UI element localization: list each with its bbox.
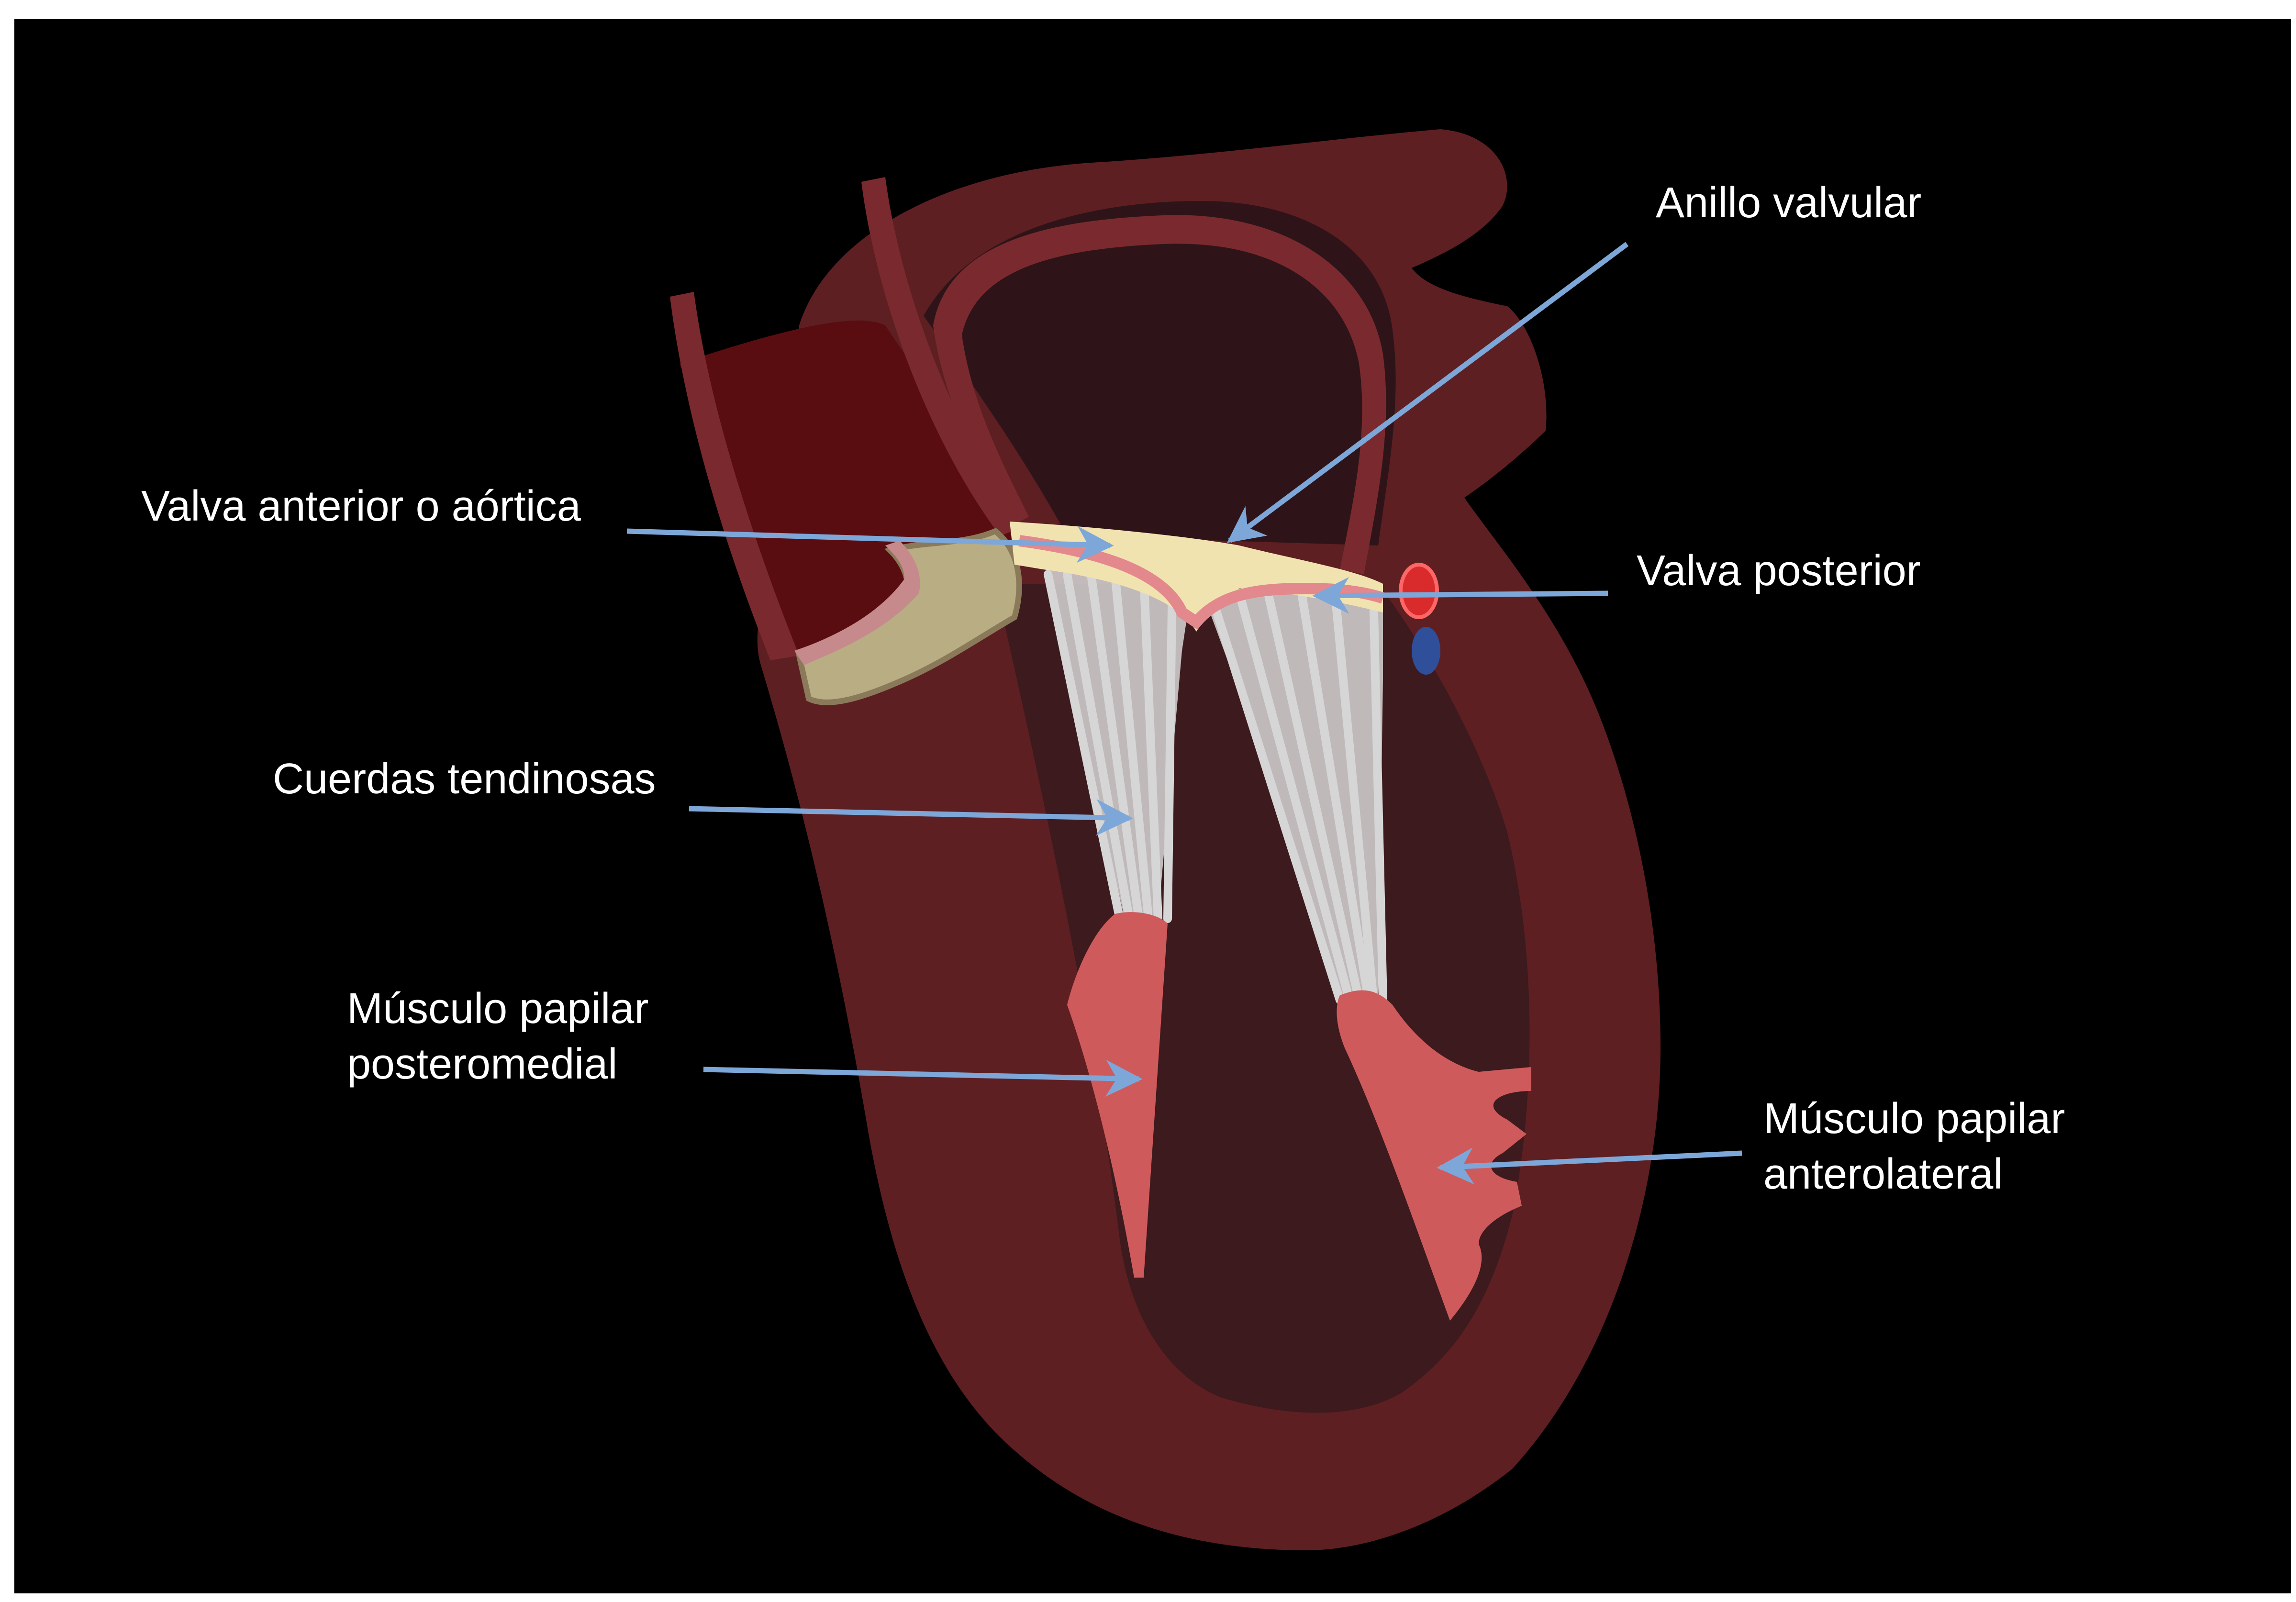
label-anillo-valvular: Anillo valvular [1656,175,1921,231]
label-musculo-posteromedial-line2: posteromedial [347,1036,648,1092]
label-cuerdas-tendinosas: Cuerdas tendinosas [273,751,656,807]
circumflex-artery-icon [1401,565,1437,617]
label-musculo-anterolateral-line1: Músculo papilar [1763,1091,2065,1146]
label-valva-anterior: Valva anterior o aórtica [141,478,581,534]
label-valva-posterior: Valva posterior [1637,543,1921,599]
diagram-slide: Anillo valvular Valva anterior o aórtica… [14,19,2291,1593]
label-musculo-anterolateral: Músculo papilar anterolateral [1763,1091,2065,1202]
label-musculo-posteromedial: Músculo papilar posteromedial [347,981,648,1092]
coronary-sinus-icon [1412,627,1440,675]
label-musculo-anterolateral-line2: anterolateral [1763,1146,2065,1202]
arrow-valva-posterior [1316,593,1608,596]
label-musculo-posteromedial-line1: Músculo papilar [347,981,648,1036]
